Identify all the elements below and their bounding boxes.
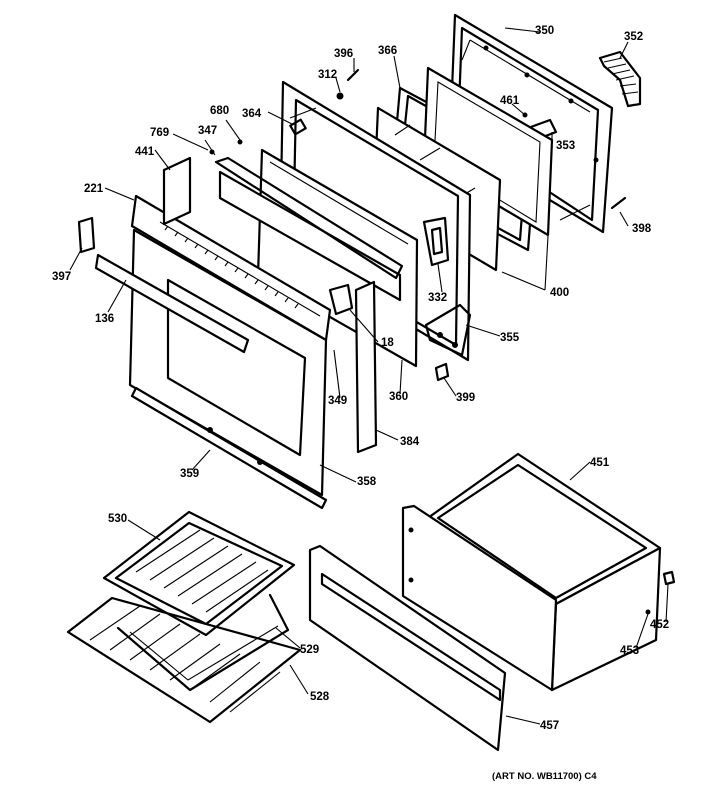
drawer-side-panel: [401, 504, 558, 692]
part-399-bumper: [434, 362, 450, 382]
callout-397: 397: [52, 271, 71, 283]
callout-312: 312: [318, 69, 337, 81]
part-528-oven-rack: [66, 596, 302, 724]
part-332-vent-bracket: [422, 216, 450, 267]
art-number: (ART NO. WB11700) C4: [492, 771, 597, 782]
callout-136: 136: [95, 313, 114, 325]
callout-350: 350: [535, 25, 554, 37]
part-530-broiler-pan-grid: [102, 510, 296, 637]
part-457-drawer-front-panel: [308, 544, 507, 752]
callout-457: 457: [540, 720, 559, 732]
part-529-broiler-pan: [116, 593, 290, 692]
leader-lines: [69, 27, 669, 725]
callout-353: 353: [556, 140, 575, 152]
callout-452: 452: [650, 619, 669, 631]
callout-528: 528: [310, 691, 330, 703]
callout-441: 441: [135, 146, 155, 158]
callout-530: 530: [108, 513, 127, 525]
part-355-door-hinge: [424, 303, 472, 357]
callout-364: 364: [242, 108, 262, 120]
callout-451: 451: [590, 457, 610, 469]
part-352-door-gasket: [598, 50, 642, 108]
rack-and-drawer-assembly: [66, 452, 676, 752]
door-assembly: [77, 13, 642, 510]
part-359-outer-door-panel: [128, 228, 328, 497]
part-18-hinge-clip: [328, 283, 354, 316]
callout-396: 396: [334, 48, 353, 60]
part-358-door-bottom-trim: [130, 386, 328, 510]
callout-461: 461: [500, 95, 520, 107]
callout-529: 529: [300, 644, 319, 656]
callout-399: 399: [456, 392, 475, 404]
callout-360: 360: [389, 391, 408, 403]
callout-355: 355: [500, 332, 520, 344]
part-136-door-handle: [94, 253, 250, 354]
callout-358: 358: [357, 476, 377, 488]
callout-352: 352: [624, 31, 643, 43]
callout-384: 384: [400, 436, 420, 448]
callout-400: 400: [550, 287, 569, 299]
callout-366: 366: [378, 45, 397, 57]
part-349-door-insulation: [214, 156, 404, 302]
callout-347: 347: [198, 125, 217, 137]
callout-453: 453: [620, 645, 639, 657]
callout-18: 18: [381, 337, 394, 349]
callout-332: 332: [428, 292, 447, 304]
callout-labels: 350 352 396 366 312 461 353 680 364 769 …: [52, 25, 669, 782]
callout-349: 349: [328, 395, 347, 407]
part-384-hinge-arm: [354, 280, 378, 454]
part-397-latch-clip: [77, 216, 96, 254]
callout-769: 769: [150, 127, 169, 139]
callout-398: 398: [632, 223, 652, 235]
part-441-handle-bracket: [162, 156, 192, 226]
callout-680: 680: [210, 105, 229, 117]
callout-359: 359: [180, 468, 199, 480]
callout-221: 221: [84, 183, 104, 195]
